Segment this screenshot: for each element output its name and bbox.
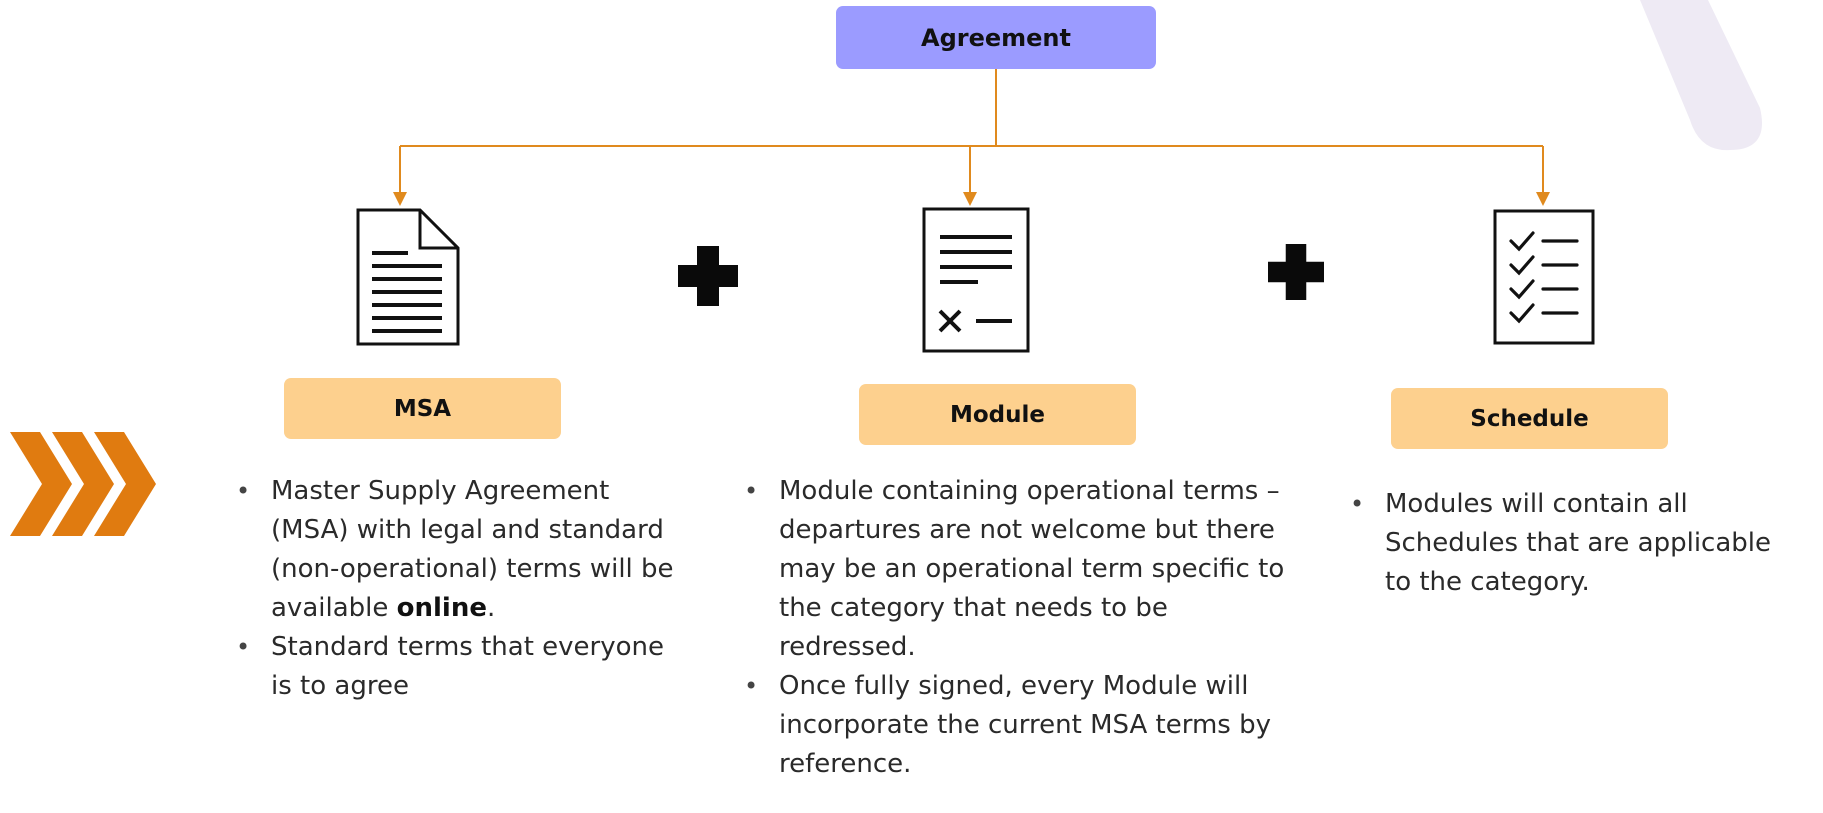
- msa-label: MSA: [393, 395, 452, 422]
- schedule-label: Schedule: [1470, 405, 1589, 432]
- contract-icon: [922, 207, 1030, 353]
- checklist-icon: [1493, 209, 1595, 345]
- msa-label-box: MSA: [284, 378, 561, 439]
- plus-icon: [678, 246, 738, 306]
- list-item: Once fully signed, every Module will inc…: [740, 667, 1285, 784]
- bold-text: online: [396, 593, 487, 623]
- schedule-label-box: Schedule: [1391, 388, 1668, 449]
- list-item: Modules will contain all Schedules that …: [1346, 485, 1801, 602]
- module-label: Module: [949, 401, 1045, 428]
- msa-bullet-list: Master Supply Agreement (MSA) with legal…: [232, 472, 692, 706]
- list-item: Module containing operational terms – de…: [740, 472, 1285, 667]
- document-icon: [356, 208, 460, 346]
- list-item: Standard terms that everyone is to agree: [232, 628, 692, 706]
- chevron-arrows-icon: [10, 432, 156, 536]
- list-item: Master Supply Agreement (MSA) with legal…: [232, 472, 692, 628]
- schedule-bullet-list: Modules will contain all Schedules that …: [1346, 485, 1801, 602]
- module-bullet-list: Module containing operational terms – de…: [740, 472, 1285, 784]
- agreement-box: Agreement: [836, 6, 1156, 69]
- plus-icon: [1268, 244, 1324, 300]
- agreement-label: Agreement: [921, 23, 1071, 52]
- module-label-box: Module: [859, 384, 1136, 445]
